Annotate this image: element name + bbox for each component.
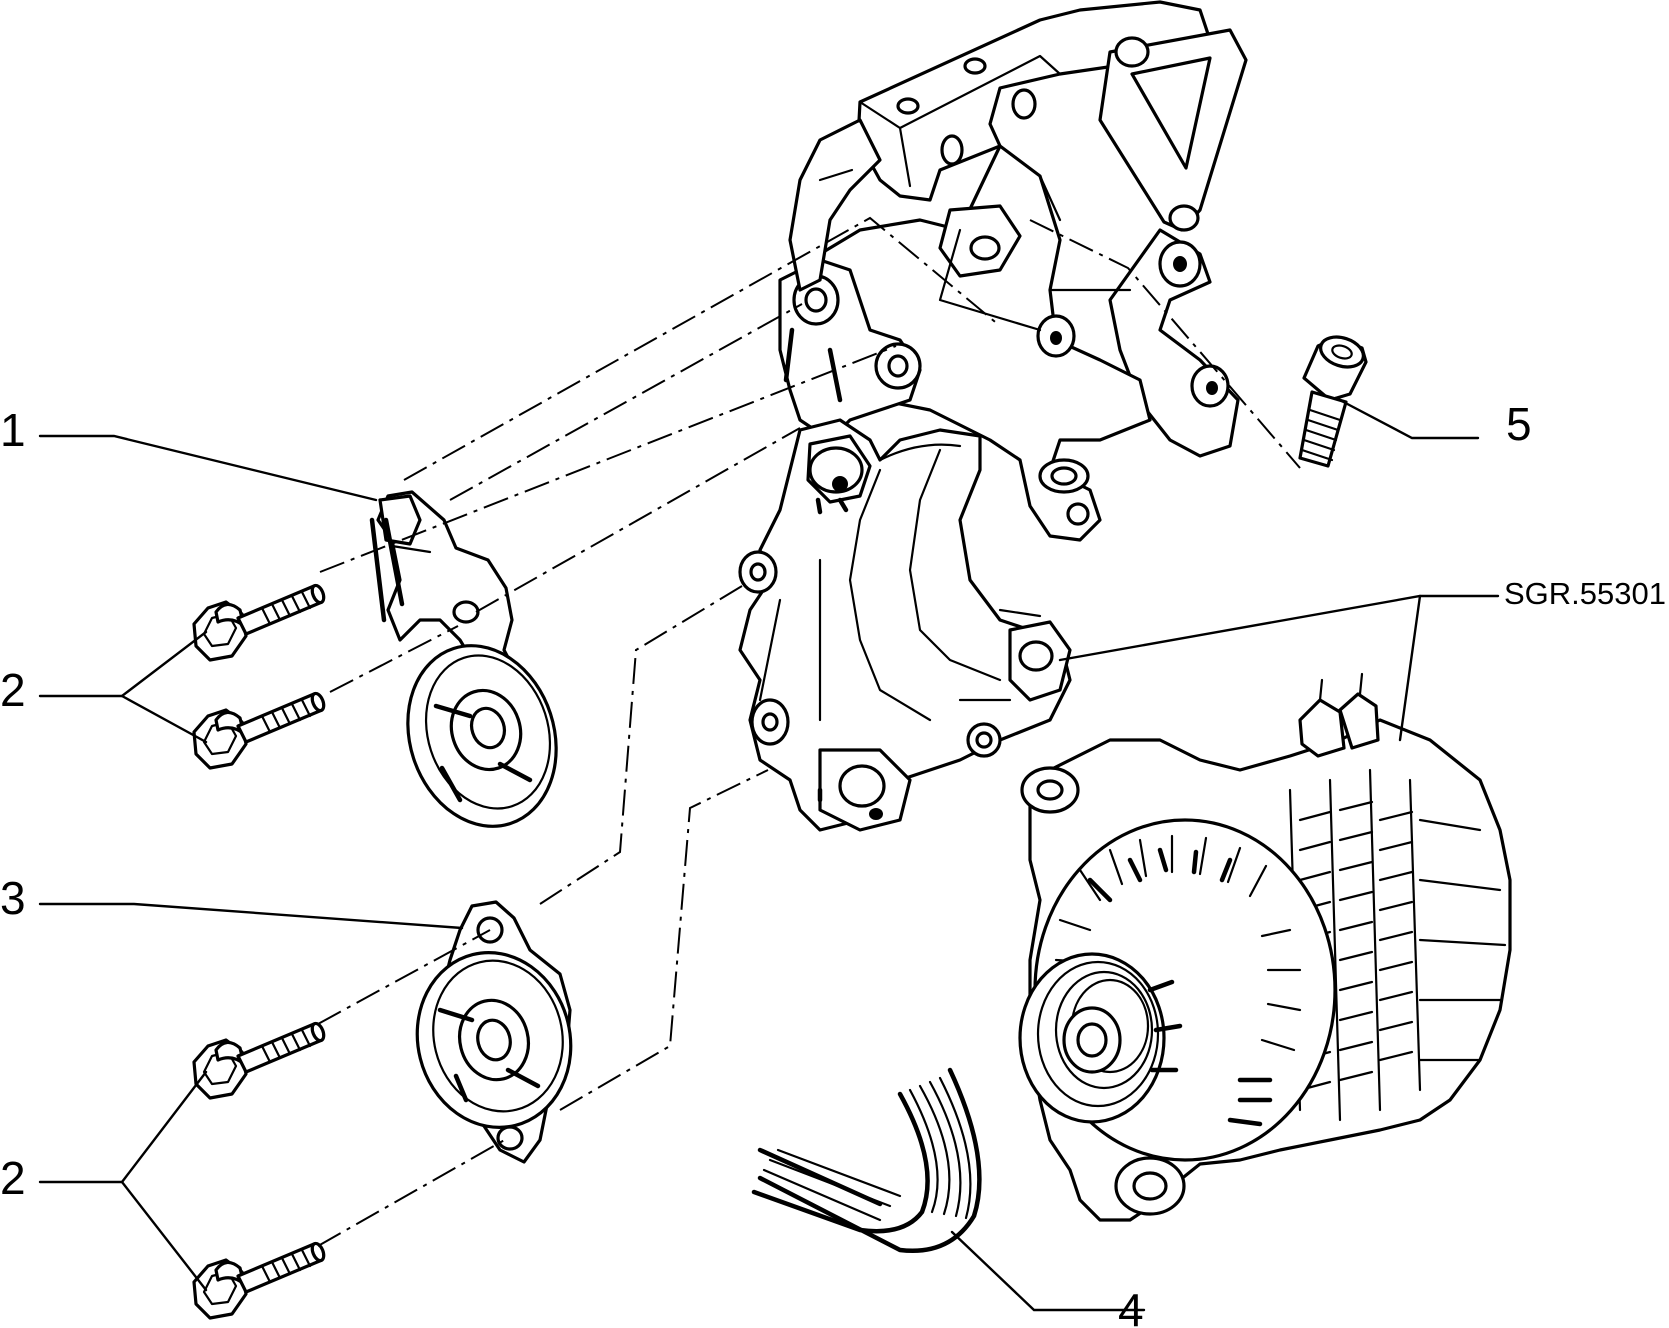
callout-2-upper: 2 bbox=[0, 664, 26, 716]
socket-head-screw-icon bbox=[1298, 335, 1368, 468]
callout-1: 1 bbox=[0, 404, 26, 456]
alignment-lines bbox=[317, 216, 1301, 1247]
callout-3: 3 bbox=[0, 872, 26, 924]
callout-labels: 1 2 3 2 4 5 SGR.55301 bbox=[0, 398, 1666, 1328]
mounting-bracket bbox=[738, 0, 1248, 832]
callout-4: 4 bbox=[1118, 1284, 1144, 1328]
tensioner-pulley-bracket-icon bbox=[369, 490, 558, 828]
idler-pulley-icon bbox=[415, 900, 573, 1164]
reference-code: SGR.55301 bbox=[1504, 576, 1666, 611]
callout-5: 5 bbox=[1506, 398, 1532, 450]
leader-lines bbox=[38, 396, 1500, 1312]
poly-v-belt-icon bbox=[751, 1067, 982, 1253]
flange-bolt-icon bbox=[192, 582, 328, 1320]
alternator bbox=[1018, 672, 1512, 1222]
callout-2-lower: 2 bbox=[0, 1152, 26, 1204]
